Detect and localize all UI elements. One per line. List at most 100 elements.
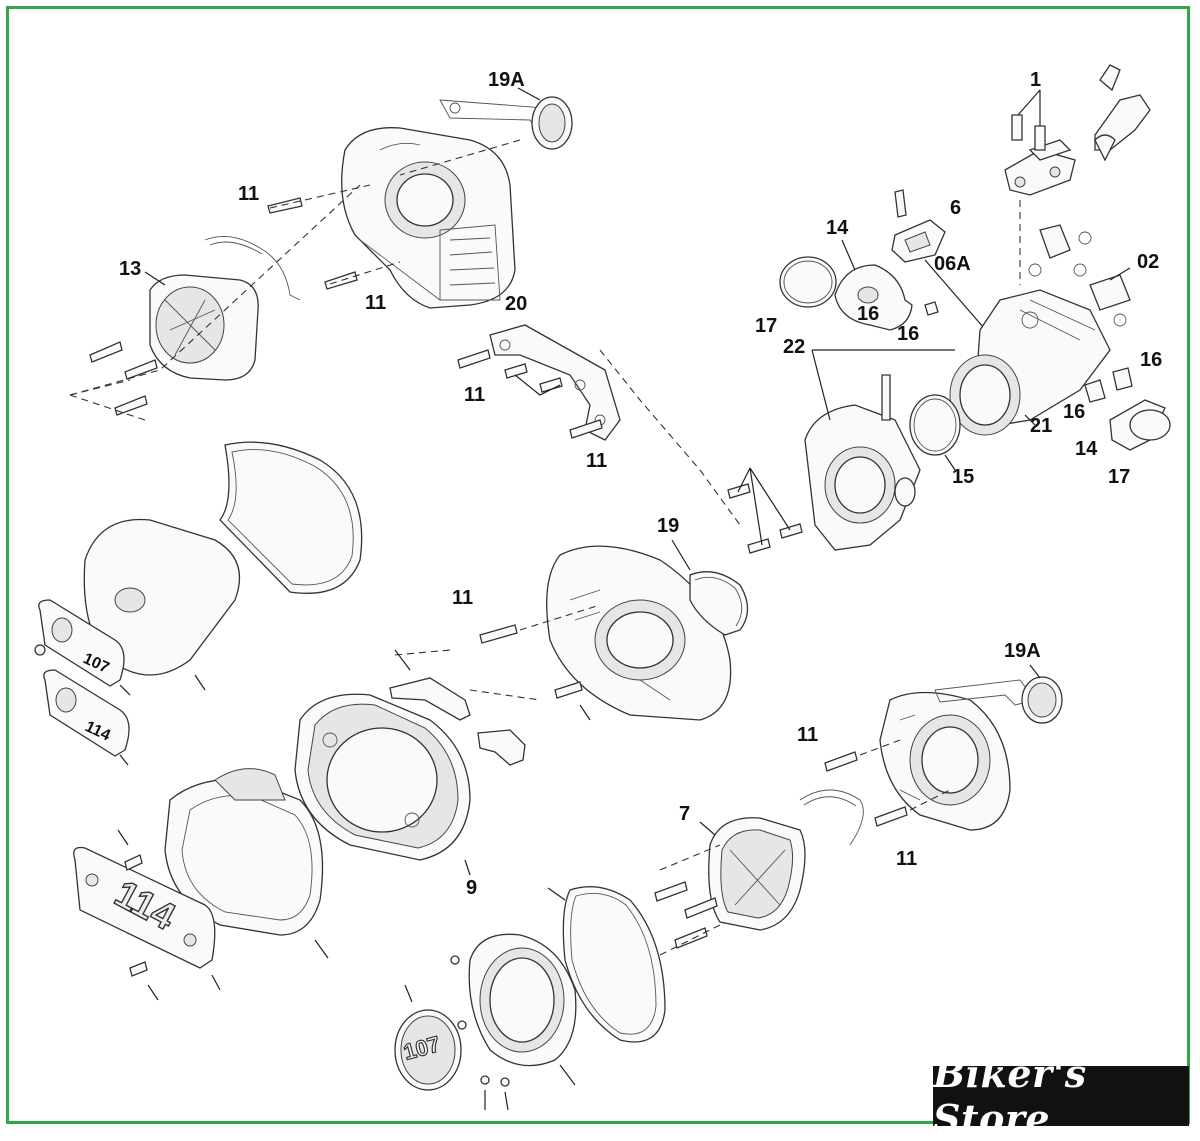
- screw-11-e: [479, 624, 518, 644]
- plate-14-top: [834, 264, 913, 331]
- screws-7: [654, 881, 718, 949]
- label-20: 20: [505, 293, 527, 315]
- bracket-bottom-right: [934, 679, 1036, 706]
- label-19: 19: [657, 515, 679, 537]
- label-1: 1: [1030, 69, 1041, 91]
- label-06a: 06A: [934, 253, 971, 275]
- label-6: 6: [950, 197, 961, 219]
- hose-top-left: [204, 235, 301, 301]
- dashed-11-bottom: [859, 739, 951, 811]
- leader-badge-114-large: [211, 974, 221, 991]
- gasket-bottom: [562, 886, 666, 1043]
- leader-22-screws: [737, 467, 791, 546]
- store-logo-badge: Biker's Store: [933, 1051, 1189, 1141]
- leader-13: [144, 271, 166, 286]
- ring-19a-bottom: [1021, 676, 1063, 724]
- backplate-top-left: [341, 127, 516, 309]
- gasket-15: [909, 394, 961, 456]
- label-16-d: 16: [1063, 401, 1085, 423]
- round-badge-107: 107: [394, 1009, 462, 1091]
- label-7: 7: [679, 803, 690, 825]
- leader-20-screws: [514, 374, 561, 396]
- label-11-f: 11: [797, 724, 818, 746]
- leader-19: [671, 539, 691, 571]
- plate-14-bottom: [1109, 399, 1171, 451]
- label-16-b: 16: [897, 323, 919, 345]
- leader-round-screws: [484, 1090, 509, 1111]
- dashed-guides-top-left: [69, 139, 521, 421]
- fuel-hose-1: [1094, 64, 1151, 162]
- ring-19a-top: [531, 96, 573, 150]
- screw-mid: [554, 681, 583, 699]
- leader-22: [811, 349, 955, 421]
- dashed-11-e: [519, 604, 601, 631]
- label-9: 9: [466, 877, 477, 899]
- label-14-b: 14: [1075, 438, 1098, 460]
- filter-element-9: [294, 693, 471, 861]
- screws-round-cover: [450, 955, 510, 1087]
- leader-badge-107: [119, 684, 131, 696]
- leader-cover-left: [194, 674, 206, 691]
- screw-16-b: [924, 301, 939, 316]
- label-11-d: 11: [586, 450, 607, 472]
- adapter-22: [804, 374, 921, 551]
- gasket-19: [689, 571, 749, 636]
- label-19a-top: 19A: [488, 69, 525, 91]
- label-02: 02: [1137, 251, 1159, 273]
- leader-round-badge: [404, 984, 413, 1003]
- screws-20: [457, 349, 603, 439]
- label-19a-bottom: 19A: [1004, 640, 1041, 662]
- throttle-body-21: [949, 289, 1111, 436]
- dashed-7: [659, 844, 721, 956]
- label-14-a: 14: [826, 217, 849, 239]
- leader-02: [1109, 267, 1131, 281]
- leader-19a-bottom: [1029, 664, 1041, 679]
- screws-22: [727, 483, 803, 554]
- leader-badge-114: [119, 754, 129, 766]
- breather-7: [708, 817, 806, 931]
- label-11-e: 11: [452, 587, 473, 609]
- small-screw-left: [34, 644, 46, 656]
- gasket-left: [219, 441, 363, 594]
- leader-screw-badge-top: [117, 829, 129, 846]
- dashed-bracket-20: [599, 349, 741, 526]
- leader-tubes: [394, 649, 411, 671]
- diagram-frame: [6, 6, 1190, 1124]
- leader-19a-top: [517, 87, 541, 101]
- ring-17-top: [779, 256, 837, 308]
- screws-top-left: [89, 197, 358, 416]
- label-13: 13: [119, 258, 141, 280]
- breather-tubes-mid: [389, 677, 526, 766]
- hose-bottom-right: [799, 789, 864, 846]
- leader-21: [1024, 414, 1036, 426]
- label-17-b: 17: [1108, 466, 1130, 488]
- leader-14-top: [841, 239, 856, 271]
- leader-cover-bottom: [314, 939, 329, 959]
- badge-114-small: 114: [43, 669, 130, 757]
- label-11-b: 11: [365, 292, 386, 314]
- leader-9: [464, 859, 471, 876]
- label-11-a: 11: [238, 183, 259, 205]
- screw-badge-top: [124, 854, 143, 871]
- label-17-a: 17: [755, 315, 777, 337]
- label-16-c: 16: [1140, 349, 1162, 371]
- backplate-19: [546, 545, 732, 721]
- screw-16-d: [1112, 367, 1133, 391]
- leader-15: [944, 454, 956, 471]
- label-22: 22: [783, 336, 805, 358]
- leader-gasket-bottom: [547, 887, 566, 901]
- dashed-mid: [394, 649, 541, 701]
- screw-16-c: [1084, 379, 1106, 403]
- backplate-bottom-right: [879, 691, 1011, 831]
- screws-11-bottom: [824, 751, 908, 827]
- label-11-c: 11: [464, 384, 485, 406]
- leader-6-throttle: [924, 259, 991, 336]
- leader-screw-mid: [579, 704, 591, 721]
- leader-screw-badge-bottom: [147, 984, 159, 1001]
- sensor-6: [891, 219, 946, 263]
- leader-7: [699, 821, 716, 836]
- label-11-g: 11: [896, 848, 917, 870]
- label-16-a: 16: [857, 303, 879, 325]
- round-cover: [468, 933, 577, 1067]
